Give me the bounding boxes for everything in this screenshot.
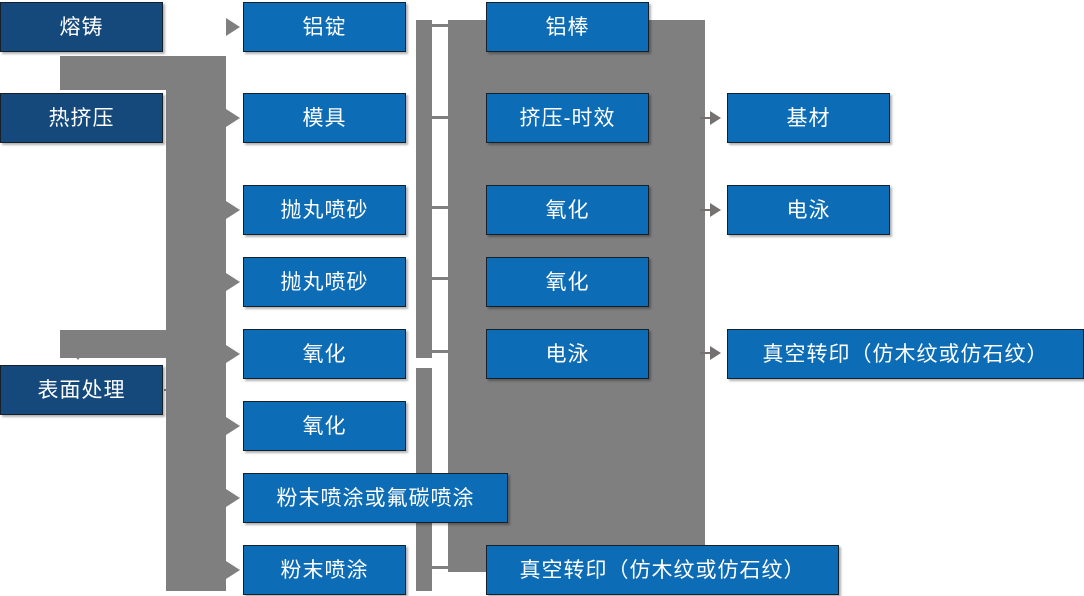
node-rongzhu[interactable]: 熔铸 [0, 2, 163, 52]
node-label: 电泳 [786, 198, 831, 222]
node-fenmo-pentu[interactable]: 粉末喷涂 [243, 545, 406, 595]
node-label: 铝棒 [545, 15, 590, 39]
connector-band-left [166, 56, 226, 591]
node-label: 氧化 [302, 342, 347, 366]
node-label: 基材 [786, 106, 831, 130]
node-jiya-shixiao[interactable]: 挤压-时效 [486, 93, 649, 143]
node-fenmo-huotan-pentu[interactable]: 粉末喷涂或氟碳喷涂 [243, 473, 508, 523]
connector-arrow-down-rejiya [69, 72, 87, 84]
node-yanghua-1[interactable]: 氧化 [243, 329, 406, 379]
band-arrow-4 [226, 273, 240, 291]
connector-stub-mid-1 [432, 24, 450, 27]
node-yanghua-3[interactable]: 氧化 [486, 185, 649, 235]
node-label: 氧化 [545, 270, 590, 294]
node-zhenkong-zhuanyin-1[interactable]: 真空转印（仿木纹或仿石纹） [486, 545, 839, 595]
connector-riser-mid [416, 20, 432, 358]
node-label: 真空转印（仿木纹或仿石纹） [762, 342, 1049, 366]
connector-stub-biaomian [164, 389, 186, 391]
arrow-head-zkzy [710, 346, 721, 360]
band-arrow-2 [226, 109, 240, 127]
connector-stub-mid-4 [432, 277, 450, 280]
band-arrow-6 [226, 417, 240, 435]
arrow-head-dianyong [710, 203, 721, 217]
arrow-head-jicai [710, 111, 721, 125]
node-label: 抛丸喷砂 [280, 270, 369, 294]
connector-stub-mid-5 [432, 350, 450, 353]
node-dianyong-2[interactable]: 电泳 [727, 185, 890, 235]
node-yanghua-2[interactable]: 氧化 [243, 401, 406, 451]
node-label: 粉末喷涂或氟碳喷涂 [276, 486, 475, 510]
connector-arrow-down-biaomian [69, 348, 87, 360]
band-arrow-3 [226, 201, 240, 219]
connector-stub-mid-2 [432, 116, 450, 119]
band-arrow-8 [226, 561, 240, 579]
node-biaomian-chuli[interactable]: 表面处理 [0, 365, 163, 415]
node-label: 热挤压 [48, 106, 115, 130]
arrow-line-jicai [700, 117, 712, 119]
connector-stub-mid-6 [432, 566, 450, 569]
node-label: 氧化 [302, 414, 347, 438]
node-label: 电泳 [545, 342, 590, 366]
node-label: 表面处理 [37, 378, 126, 402]
node-label: 真空转印（仿木纹或仿石纹） [519, 558, 806, 582]
arrow-line-dianyong [700, 209, 712, 211]
node-yanghua-4[interactable]: 氧化 [486, 257, 649, 307]
node-label: 熔铸 [59, 15, 104, 39]
node-label: 粉末喷涂 [280, 558, 369, 582]
arrow-line-zkzy [700, 352, 712, 354]
connector-stub-mid-3 [432, 206, 450, 209]
node-label: 铝锭 [302, 15, 347, 39]
node-lvding[interactable]: 铝锭 [243, 2, 406, 52]
band-arrow-1 [226, 18, 240, 36]
node-label: 模具 [302, 106, 347, 130]
node-paowan-penssha-2[interactable]: 抛丸喷砂 [243, 257, 406, 307]
band-arrow-7 [226, 489, 240, 507]
node-label: 挤压-时效 [519, 106, 616, 130]
node-lvbang[interactable]: 铝棒 [486, 2, 649, 52]
node-dianyong-1[interactable]: 电泳 [486, 329, 649, 379]
node-zhenkong-zhuanyin-2[interactable]: 真空转印（仿木纹或仿石纹） [727, 329, 1084, 379]
band-arrow-5 [226, 345, 240, 363]
node-paowan-penssha-1[interactable]: 抛丸喷砂 [243, 185, 406, 235]
node-rejiya[interactable]: 热挤压 [0, 93, 163, 143]
node-label: 氧化 [545, 198, 590, 222]
node-jicai[interactable]: 基材 [727, 93, 890, 143]
node-muju[interactable]: 模具 [243, 93, 406, 143]
node-label: 抛丸喷砂 [280, 198, 369, 222]
